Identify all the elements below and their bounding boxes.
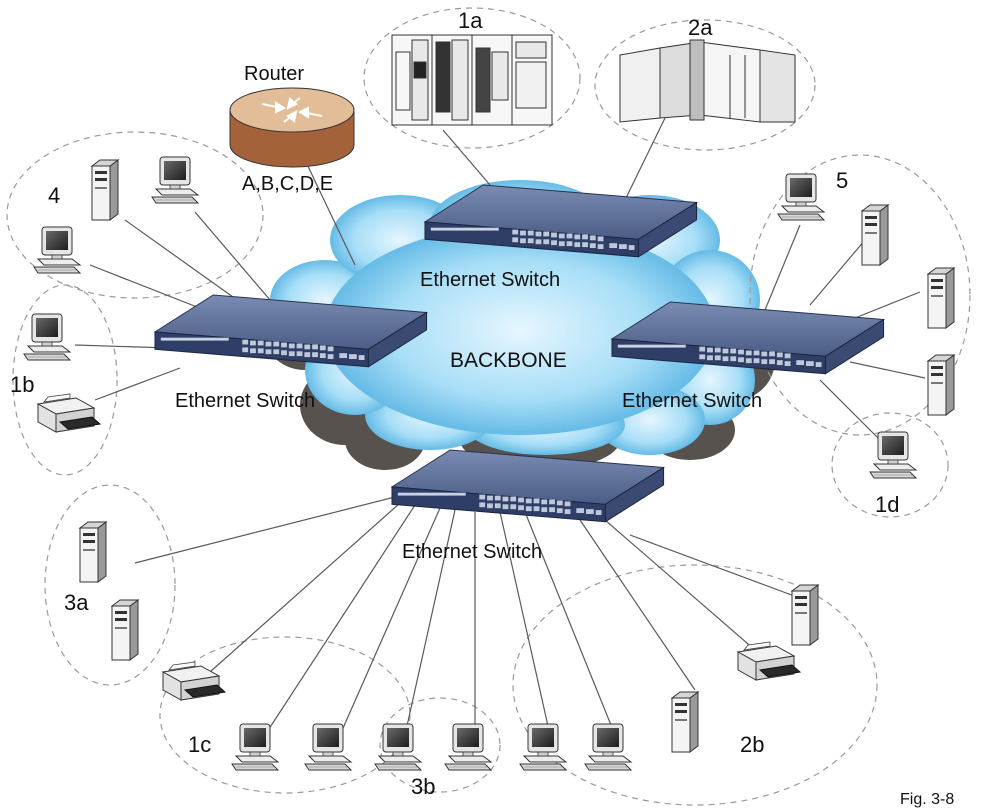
tower-server-icon [91, 159, 119, 221]
group-1b-outline [12, 284, 118, 476]
group-1c-label: 1c [188, 732, 211, 757]
group-2b-label: 2b [740, 732, 764, 757]
group-3a-outline [44, 484, 176, 686]
group-2b-outline [512, 564, 878, 806]
switch-right-label: Ethernet Switch [622, 390, 762, 412]
desktop-computer-icon [33, 226, 81, 274]
group-5-outline [749, 154, 971, 436]
group-4-outline [6, 131, 264, 299]
group-2a-outline [594, 19, 816, 151]
ethernet-switch-bottom [391, 449, 665, 523]
group-3a-label: 3a [64, 590, 89, 615]
rack-cabinet-group [391, 34, 553, 126]
switch-top-label: Ethernet Switch [420, 269, 560, 291]
tower-server-icon [861, 204, 889, 266]
group-1a-outline [363, 7, 581, 149]
router [229, 87, 355, 168]
mainframe-icon [619, 39, 796, 123]
desktop-computer-icon [304, 723, 352, 771]
tower-server-icon [927, 354, 955, 416]
switch-bottom-label: Ethernet Switch [402, 541, 542, 563]
group-1a-label: 1a [458, 8, 483, 33]
desktop-computer-icon [444, 723, 492, 771]
group-5-label: 5 [836, 168, 848, 193]
network-links [74, 117, 926, 736]
switch-left-label: Ethernet Switch [175, 390, 315, 412]
desktop-computer-icon [231, 723, 279, 771]
group-2a-label: 2a [688, 15, 713, 40]
desktop-computer-icon [23, 313, 71, 361]
rack-cabinet-icon [471, 34, 513, 126]
tower-server-icon [79, 521, 107, 583]
rack-cabinet-icon [511, 34, 553, 126]
tower-server-icon [111, 599, 139, 661]
backbone-label: BACKBONE [450, 349, 567, 372]
group-1d-label: 1d [875, 492, 899, 517]
desktop-computer-icon [584, 723, 632, 771]
desktop-computer-icon [151, 156, 199, 204]
rack-cabinet-icon [431, 34, 473, 126]
group-1d-outline [831, 412, 949, 518]
printer-icon [737, 641, 801, 681]
rack-cabinet-icon [391, 34, 433, 126]
tower-server-icon [791, 584, 819, 646]
group-1b-label: 1b [10, 372, 34, 397]
figure-caption: Fig. 3-8 [900, 791, 954, 808]
router-networks-label: A,B,C,D,E [242, 173, 333, 195]
desktop-computer-icon [374, 723, 422, 771]
group-3b-label: 3b [411, 774, 435, 799]
printer-icon [37, 393, 101, 433]
desktop-computer-icon [869, 431, 917, 479]
desktop-computer-icon [777, 173, 825, 221]
router-arrows-icon [261, 97, 323, 123]
group-4-label: 4 [48, 183, 60, 208]
group-3b-outline [379, 697, 501, 793]
router-label: Router [244, 63, 304, 85]
tower-server-icon [671, 691, 699, 753]
tower-server-icon [927, 267, 955, 329]
